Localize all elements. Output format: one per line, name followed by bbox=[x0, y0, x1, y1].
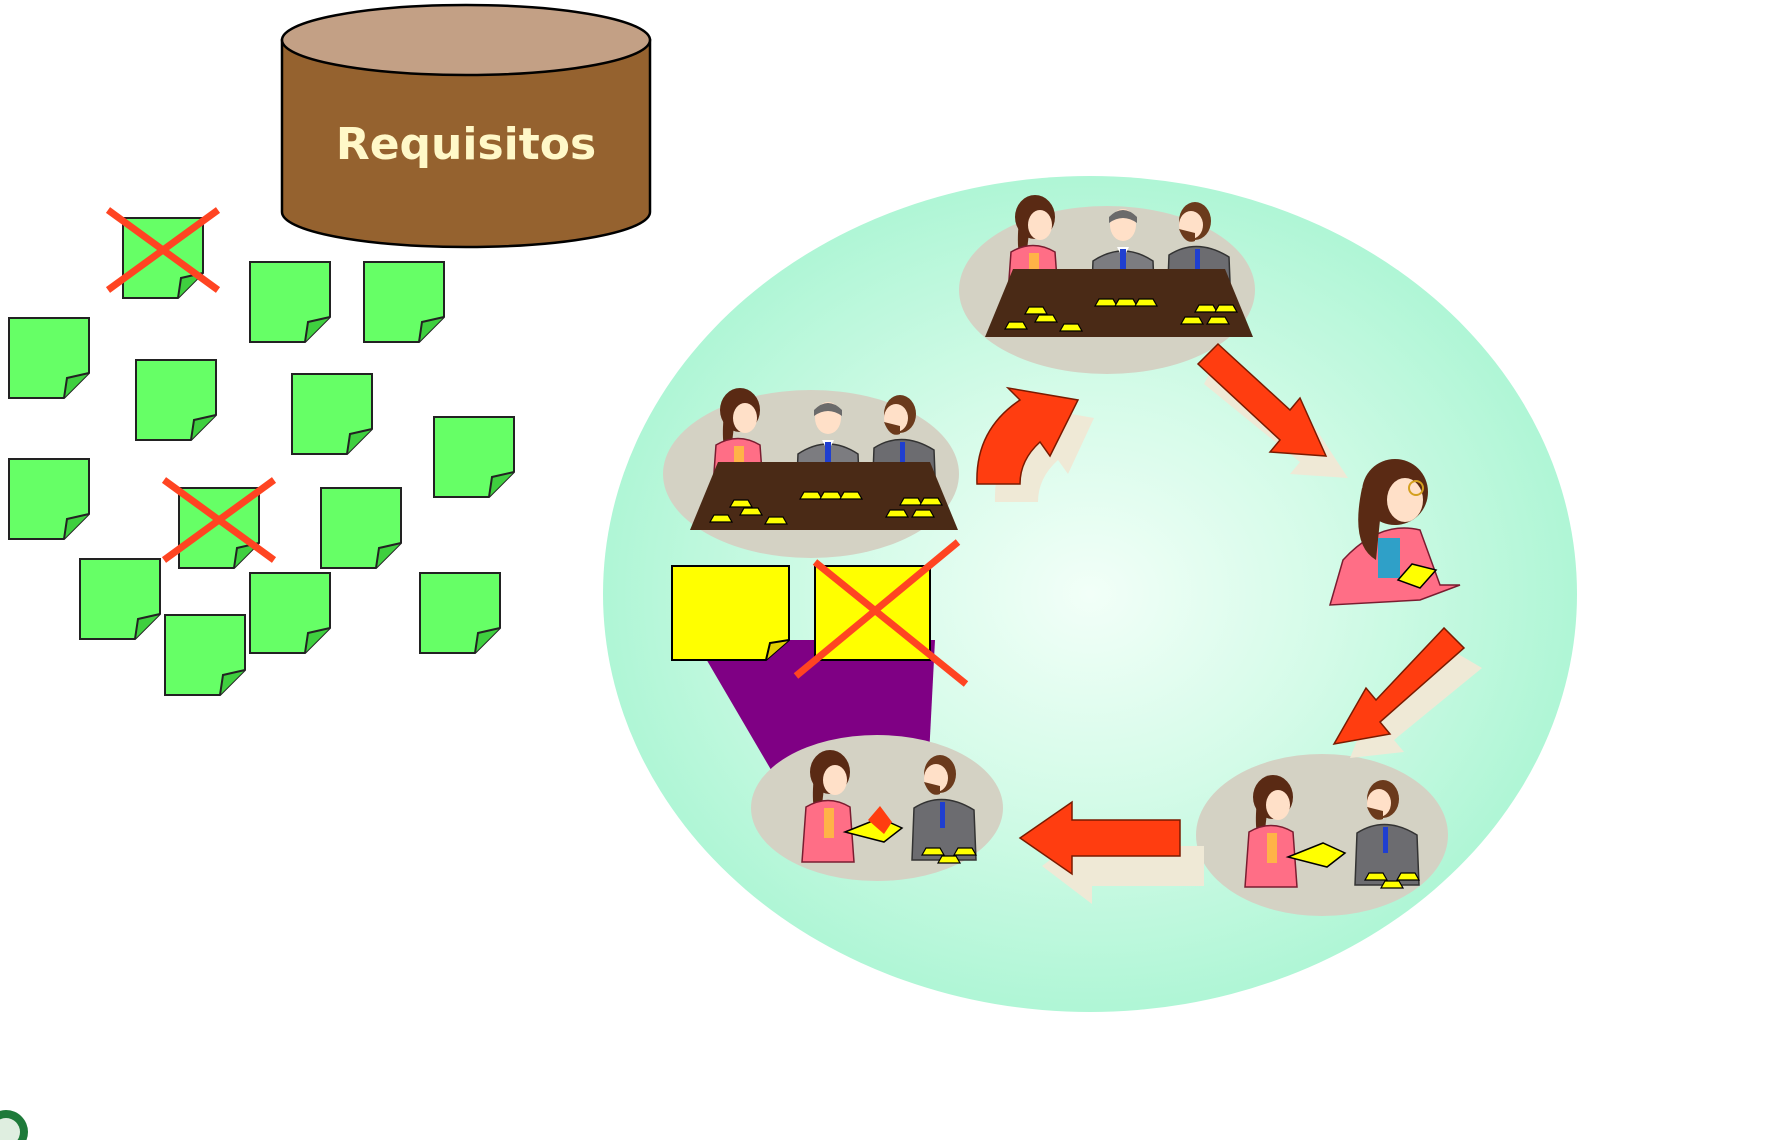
requirement-card bbox=[164, 614, 246, 696]
step-pair-negotiation-right bbox=[1196, 754, 1448, 916]
requirement-card bbox=[433, 416, 515, 498]
requirement-card bbox=[8, 317, 90, 399]
selected-cards bbox=[671, 539, 969, 687]
arrow-down-right-icon bbox=[1196, 342, 1348, 478]
cycle-arrows bbox=[976, 342, 1482, 904]
database-label: Requisitos bbox=[336, 119, 596, 170]
arrow-down-left-icon bbox=[1332, 626, 1482, 758]
requirement-card bbox=[419, 572, 501, 654]
logo-icon bbox=[0, 1110, 28, 1140]
requirement-card bbox=[135, 359, 217, 441]
step-group-meeting-left bbox=[663, 388, 959, 558]
arrow-left-icon bbox=[1018, 800, 1204, 904]
requirement-card bbox=[249, 572, 331, 654]
arrow-curved-icon bbox=[976, 386, 1094, 502]
step-group-meeting-top bbox=[959, 195, 1255, 374]
requirement-card bbox=[363, 261, 445, 343]
requirement-card bbox=[79, 558, 161, 640]
requirement-card bbox=[8, 458, 90, 540]
person-reading-icon bbox=[1396, 563, 1438, 589]
requirements-database: Requisitos bbox=[280, 3, 652, 249]
requirement-card bbox=[249, 261, 331, 343]
requirement-cards bbox=[8, 210, 515, 696]
requirement-card bbox=[320, 487, 402, 569]
reject-cross-icon bbox=[793, 539, 969, 687]
requirement-card bbox=[291, 373, 373, 455]
step-individual-review bbox=[1328, 459, 1461, 606]
ribbon-icon bbox=[868, 806, 892, 834]
step-pair-negotiation-left bbox=[751, 735, 1003, 881]
